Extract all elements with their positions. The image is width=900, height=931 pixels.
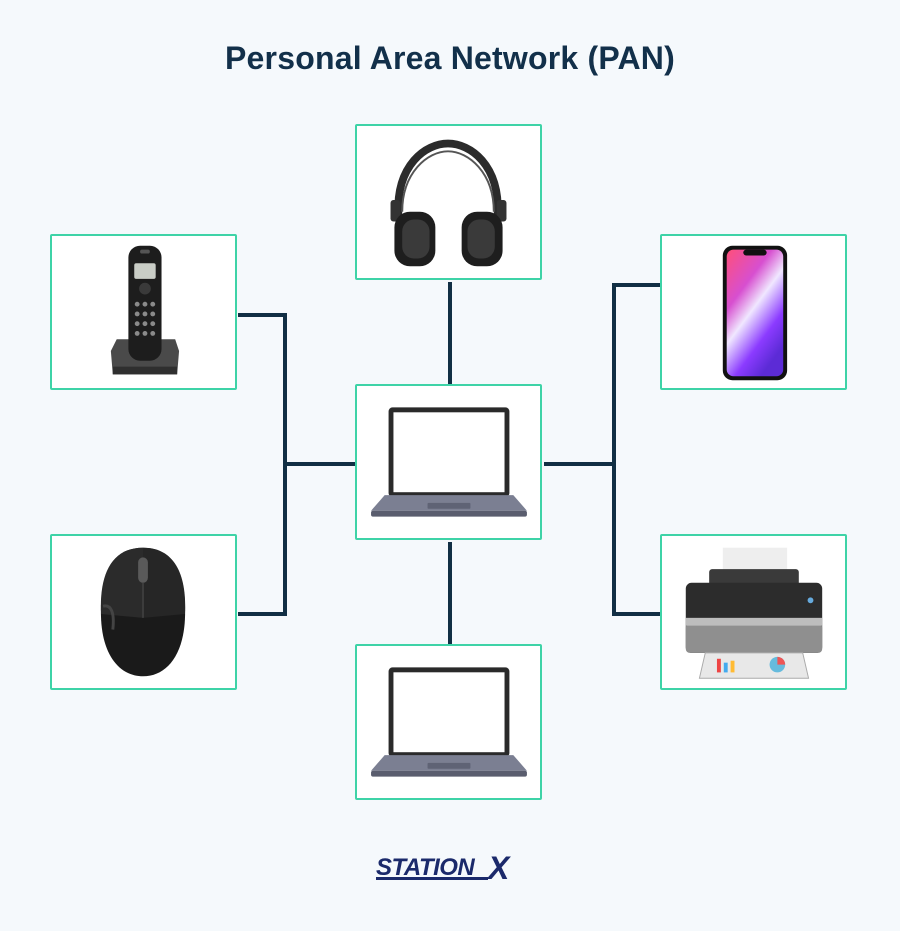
node-headphones <box>355 124 542 280</box>
logo-accent: X <box>488 850 510 886</box>
wire-bottom <box>448 542 452 646</box>
cordless-phone-icon <box>110 245 180 375</box>
wire-right-trunk <box>544 462 615 466</box>
wire-left-vertical <box>283 313 287 616</box>
printer-icon <box>685 547 823 679</box>
wire-top <box>448 282 452 386</box>
node-printer <box>660 534 847 690</box>
node-laptop <box>355 644 542 800</box>
logo-text: STATION <box>376 854 475 881</box>
wire-right-bottom <box>614 612 662 616</box>
headphones-icon <box>390 139 507 267</box>
mouse-icon <box>100 547 186 677</box>
smartphone-icon <box>722 245 788 381</box>
wire-right-vertical <box>612 283 616 616</box>
page-title: Personal Area Network (PAN) <box>225 40 675 76</box>
laptop-icon <box>371 667 527 777</box>
wire-left-trunk <box>285 462 356 466</box>
logo-underline <box>376 877 488 880</box>
node-mouse <box>50 534 237 690</box>
node-cordless-phone <box>50 234 237 390</box>
node-smartphone <box>660 234 847 390</box>
wire-left-bottom <box>238 612 285 616</box>
laptop-icon <box>371 407 527 517</box>
stationx-logo: STATION X <box>376 850 526 886</box>
wire-left-top <box>238 313 285 317</box>
node-laptop-hub <box>355 384 542 540</box>
wire-right-top <box>614 283 662 287</box>
